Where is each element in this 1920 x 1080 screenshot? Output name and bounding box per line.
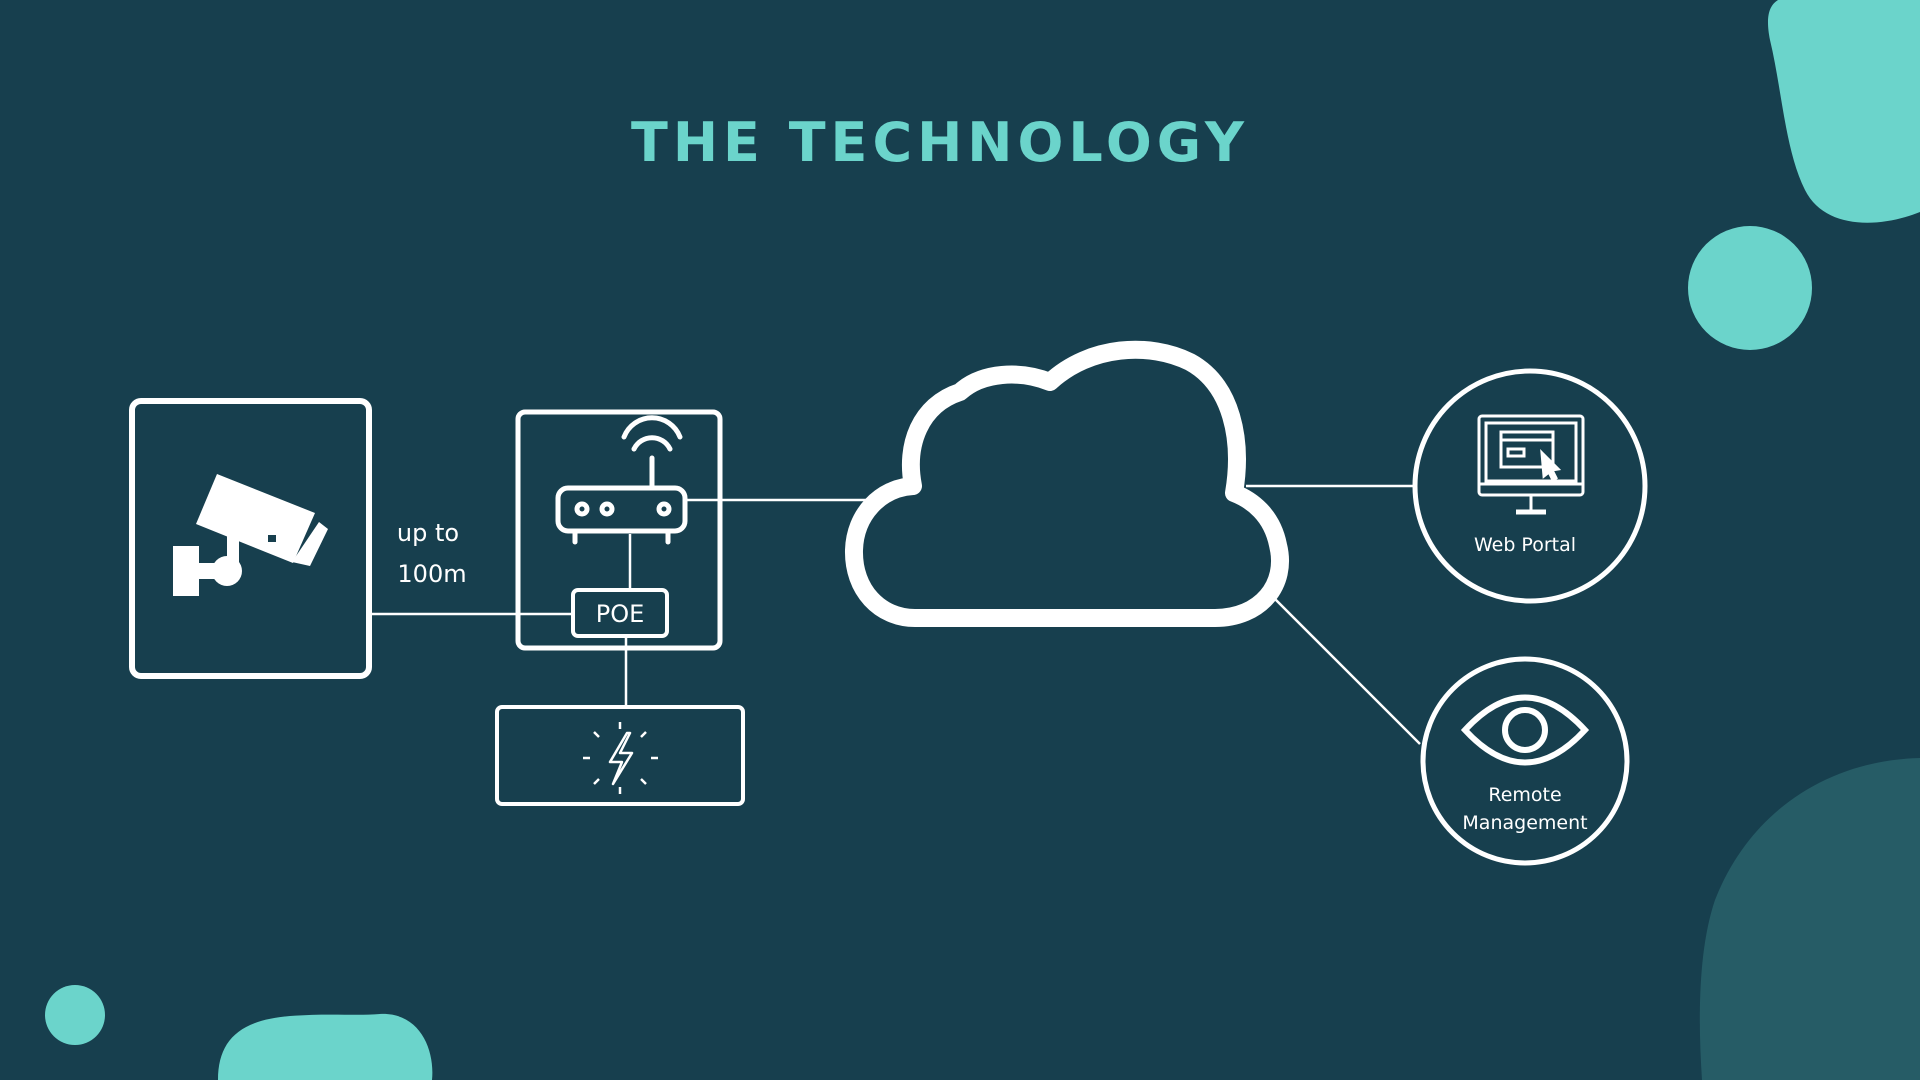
monitor-icon [1477,414,1585,515]
camera-box-frame [129,398,372,679]
decorative-circle-bottom-left [45,985,105,1045]
web-portal-label: Web Portal [1474,534,1576,556]
camera-box [129,398,372,679]
router-box: POE [515,409,723,651]
router-box-frame [515,409,723,651]
cloud-icon [844,340,1289,627]
power-box [495,705,745,806]
remote-management-circle [1420,656,1630,866]
remote-management-label-line1: Remote [1488,784,1561,806]
camera-lens-slot [268,535,276,542]
web-portal-node: Web Portal [1412,368,1648,604]
power-lightning-icon [583,722,658,794]
decorative-blob-bottom-right [1699,758,1920,1080]
eye-icon [1460,694,1590,766]
cloud-to-remote-management-line [1271,595,1421,745]
page-title: THE TECHNOLOGY [631,111,1249,174]
decorative-circle-right [1688,226,1812,350]
poe-box [571,588,669,638]
distance-label-line2: 100m [397,560,466,588]
remote-management-node: Remote Management [1420,656,1630,866]
power-box-frame [495,705,745,806]
wifi-router-icon [555,415,688,545]
distance-label-line1: up to [397,519,459,547]
cctv-camera-icon [173,474,328,596]
web-portal-circle [1412,368,1648,604]
decorative-blob-top-right [1767,0,1920,223]
poe-label: POE [596,600,645,628]
decorative-blob-bottom-left [218,1013,433,1080]
remote-management-label-line2: Management [1462,812,1587,834]
